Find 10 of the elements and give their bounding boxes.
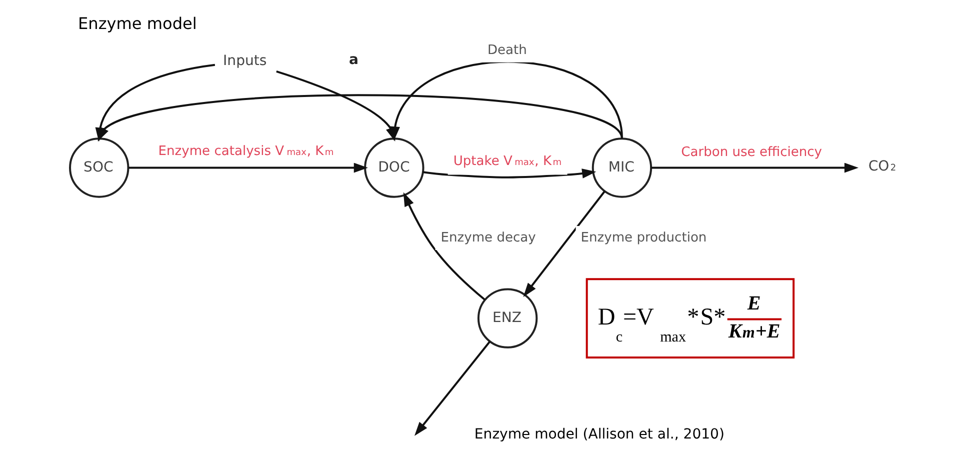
node-text: Inputs — [222, 53, 266, 70]
node-text: CO2 — [868, 158, 896, 174]
diagram-title: Enzyme model — [78, 14, 196, 34]
edge-label: Enzyme production — [580, 230, 706, 246]
edge-label: Death — [486, 42, 526, 58]
edge-label: Carbon use efficiency — [680, 145, 822, 160]
edge-label: Uptake Vmax, Km — [452, 154, 562, 170]
label: a — [348, 52, 358, 68]
edge-label: Enzyme decay — [440, 230, 536, 246]
caption: Enzyme model (Allison et al., 2010) — [474, 426, 724, 442]
